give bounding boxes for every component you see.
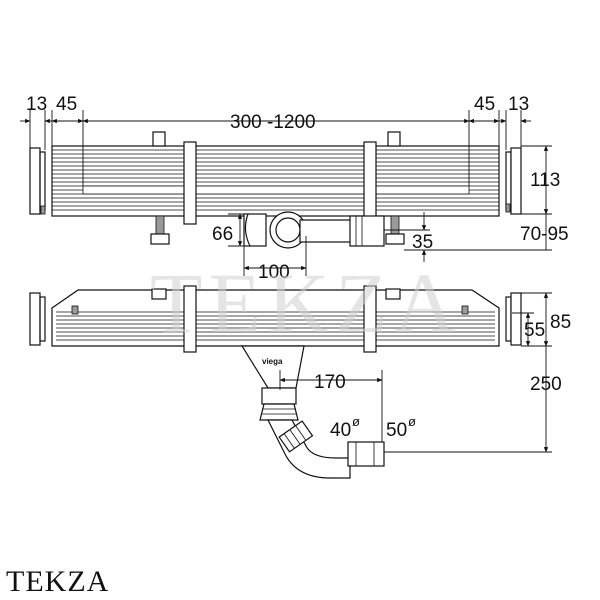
dim-13-right: 13 (508, 94, 529, 115)
bottom-view: viega (29, 285, 522, 479)
dim-13-left: 13 (26, 94, 47, 115)
dim-35: 35 (412, 232, 433, 253)
dim-170: 170 (314, 372, 346, 393)
dim-45-left: 45 (56, 94, 77, 115)
dimension-lines (20, 110, 552, 453)
dim-pipe-50: 50 (386, 420, 407, 441)
watermark: TEKZA (150, 255, 462, 351)
top-clip-right (387, 131, 401, 147)
right-end-cap (505, 147, 522, 215)
left-end-cap-lower (29, 292, 46, 346)
adjustable-foot-right (385, 215, 405, 245)
dim-channel-length: 300 -1200 (230, 112, 316, 133)
dim-55: 55 (524, 320, 545, 341)
diameter-symbol-50: ø (408, 414, 416, 429)
adjustable-foot-left (150, 215, 170, 245)
channel-body-top (51, 141, 500, 225)
dim-70-95: 70-95 (520, 224, 569, 245)
dim-pipe-40: 40 (330, 420, 351, 441)
top-clip-left (152, 131, 166, 147)
dim-250: 250 (530, 374, 562, 395)
top-view (29, 131, 522, 249)
dim-85: 85 (550, 312, 571, 333)
viega-logo: viega (262, 357, 283, 366)
dimension-labels: 13 45 300 -1200 45 13 113 66 35 70-95 10… (26, 94, 571, 441)
channel-body-bottom (51, 285, 500, 353)
right-end-cap-lower (505, 292, 522, 346)
drain-trap: viega (240, 345, 385, 479)
diameter-symbol-40: ø (352, 414, 360, 429)
dim-66: 66 (212, 224, 233, 245)
dim-100: 100 (258, 262, 290, 283)
brand-label: TEKZA (6, 565, 110, 598)
dim-45-right: 45 (474, 94, 495, 115)
left-end-cap (29, 147, 46, 215)
dim-113: 113 (530, 170, 560, 191)
outlet-top-view (243, 211, 385, 249)
